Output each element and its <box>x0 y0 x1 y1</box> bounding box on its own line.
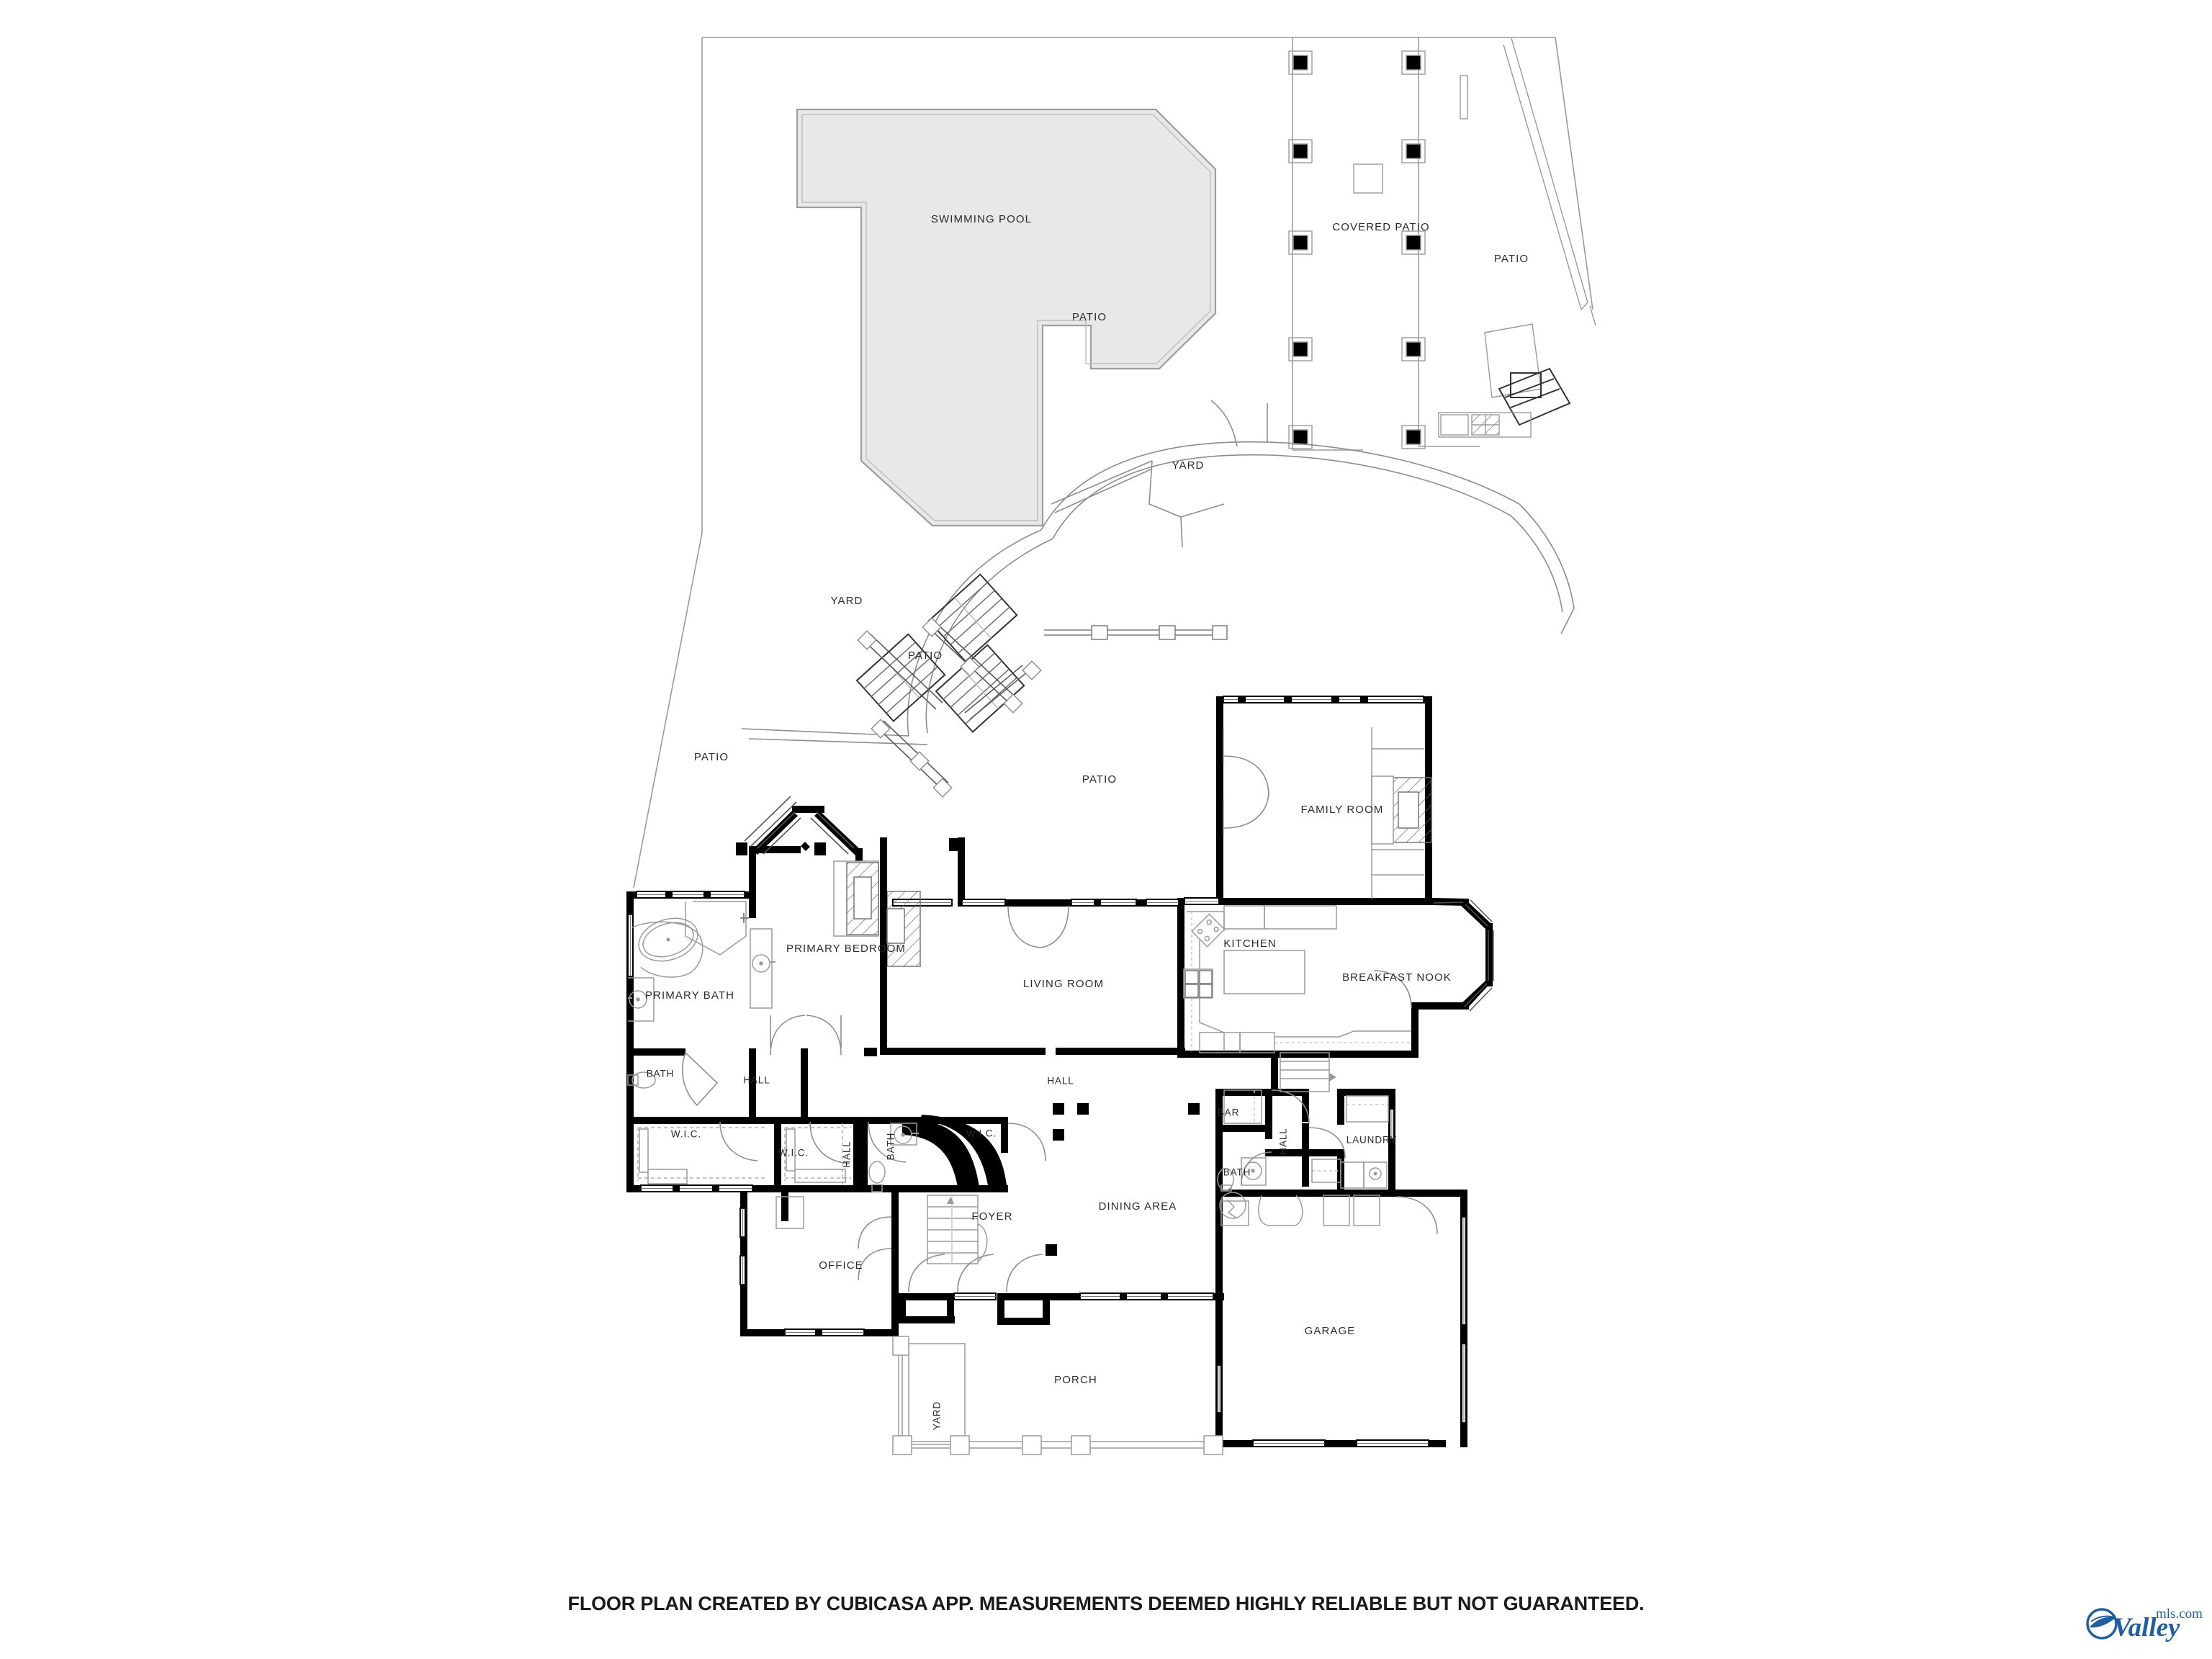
patio-column-markers <box>1288 50 1426 449</box>
label-patio-stairs: PATIO <box>908 649 943 662</box>
label-breakfast-nook: BREAKFAST NOOK <box>1342 971 1452 984</box>
yard-walkways <box>741 400 1575 745</box>
angled-bay-walls <box>744 796 855 855</box>
label-primary-bedroom: PRIMARY BEDROOM <box>786 943 906 955</box>
label-garage: GARAGE <box>1305 1325 1356 1337</box>
label-kitchen: KITCHEN <box>1223 938 1277 950</box>
label-patio-pool: PATIO <box>1072 311 1107 323</box>
label-dining-area: DINING AREA <box>1099 1200 1177 1213</box>
label-laundry: LAUNDRY <box>1346 1135 1398 1146</box>
label-yard-bottom: YARD <box>932 1401 943 1430</box>
label-patio-center: PATIO <box>1082 773 1117 786</box>
porch-site <box>892 1336 1223 1455</box>
patio-exterior-stairs <box>855 573 1042 798</box>
interior-post-markers <box>864 1048 1200 1256</box>
label-bath-vert: BATH <box>886 1133 896 1161</box>
label-covered-patio: COVERED PATIO <box>1332 221 1429 233</box>
site-boundary <box>633 37 1593 889</box>
label-hall-right: HALL <box>1278 1128 1289 1154</box>
label-hall-center: HALL <box>1047 1076 1074 1087</box>
disclaimer-text: FLOOR PLAN CREATED BY CUBICASA APP. MEAS… <box>567 1593 1645 1614</box>
label-wic-3: W.I.C. <box>966 1128 997 1139</box>
brand-suffix: mls.com <box>2156 1606 2203 1622</box>
label-yard-mid: YARD <box>831 595 863 607</box>
patio-railing <box>1044 625 1228 640</box>
valleymls-logo[interactable]: Valley mls.com <box>2085 1601 2208 1646</box>
nook-bay-windows <box>1433 899 1494 1012</box>
door-swings <box>681 755 1438 1292</box>
valley-globe-icon <box>2086 1608 2118 1640</box>
label-wic-2: W.I.C. <box>778 1148 809 1159</box>
house-windows <box>627 696 1467 1447</box>
label-porch: PORCH <box>1054 1374 1097 1386</box>
label-bar: BAR <box>1218 1107 1239 1118</box>
label-swimming-pool: SWIMMING POOL <box>931 213 1032 225</box>
label-office: OFFICE <box>819 1259 863 1272</box>
label-patio-left: PATIO <box>694 751 729 763</box>
covered-patio-structure <box>1292 37 1480 451</box>
right-patio-features <box>1438 37 1596 438</box>
label-bath-left: BATH <box>647 1069 675 1079</box>
label-hall-vert: HALL <box>842 1141 853 1167</box>
fixtures <box>627 727 1432 1264</box>
swimming-pool-shape <box>796 108 1217 527</box>
label-yard-upper: YARD <box>1172 459 1205 472</box>
label-primary-bath: PRIMARY BATH <box>645 989 734 1002</box>
room-labels: SWIMMING POOL PATIO COVERED PATIO PATIO … <box>645 213 1529 1430</box>
label-hall-left: HALL <box>743 1075 770 1086</box>
label-bath-right: BATH <box>1223 1167 1251 1178</box>
label-patio-right: PATIO <box>1494 253 1529 265</box>
brand-name: Valley <box>2113 1613 2180 1642</box>
label-living-room: LIVING ROOM <box>1023 978 1104 990</box>
label-wic-1: W.I.C. <box>671 1129 701 1140</box>
label-family-room: FAMILY ROOM <box>1301 804 1384 816</box>
label-foyer: FOYER <box>971 1210 1012 1223</box>
